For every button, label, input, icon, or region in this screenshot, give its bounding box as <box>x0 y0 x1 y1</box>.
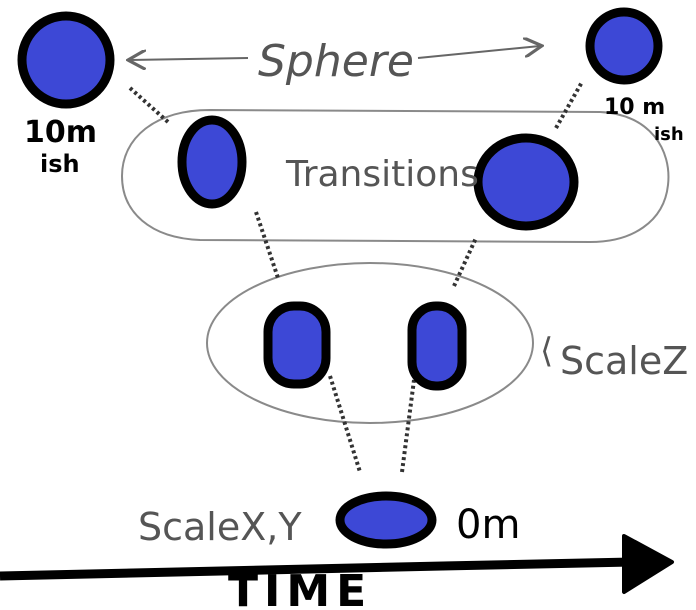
shapes <box>17 7 663 549</box>
ten-meter-right-line1: 10 m <box>604 95 665 120</box>
transition-left-shape <box>177 115 247 209</box>
scalexy-label: ScaleX,Y <box>138 505 302 549</box>
sphere-left-shape <box>17 11 115 109</box>
sphere-right-arrow <box>417 46 540 59</box>
scalez-arrow-label: ⟨ <box>540 331 553 371</box>
time-axis-arrowhead <box>622 534 674 594</box>
scalez-left-shape <box>263 301 331 389</box>
scalez-group-ellipse <box>206 262 534 424</box>
connector-scalez-left-to-scalexy <box>328 375 362 473</box>
connector-scalez-right-to-transition-right <box>452 237 478 287</box>
flow-connectors <box>128 81 584 473</box>
scalez-label: ScaleZ <box>560 339 688 383</box>
transitions-label: Transitions <box>285 154 479 195</box>
ten-meter-left-line2: ish <box>40 150 80 178</box>
transitions-group-ellipse <box>120 108 670 244</box>
connector-sphere-left-to-transition-left <box>128 86 170 124</box>
ten-meter-right-line2: ish <box>654 124 684 145</box>
scalexy-shape <box>335 491 437 549</box>
time-label: TIME <box>228 566 372 610</box>
sphere-label: Sphere <box>258 36 414 87</box>
scalez-right-shape <box>407 301 467 391</box>
connector-transition-right-to-sphere-right <box>554 81 584 129</box>
transition-right-shape <box>473 133 579 231</box>
connector-scalexy-to-scalez-right <box>400 379 416 473</box>
zero-meter-label: 0m <box>456 502 520 548</box>
sphere-right-shape <box>585 7 663 85</box>
connector-transition-left-to-scalez-left <box>254 211 280 279</box>
ten-meter-left-line1: 10m <box>24 115 97 150</box>
sphere-left-arrow <box>130 58 249 60</box>
time-axis-line <box>0 557 633 581</box>
